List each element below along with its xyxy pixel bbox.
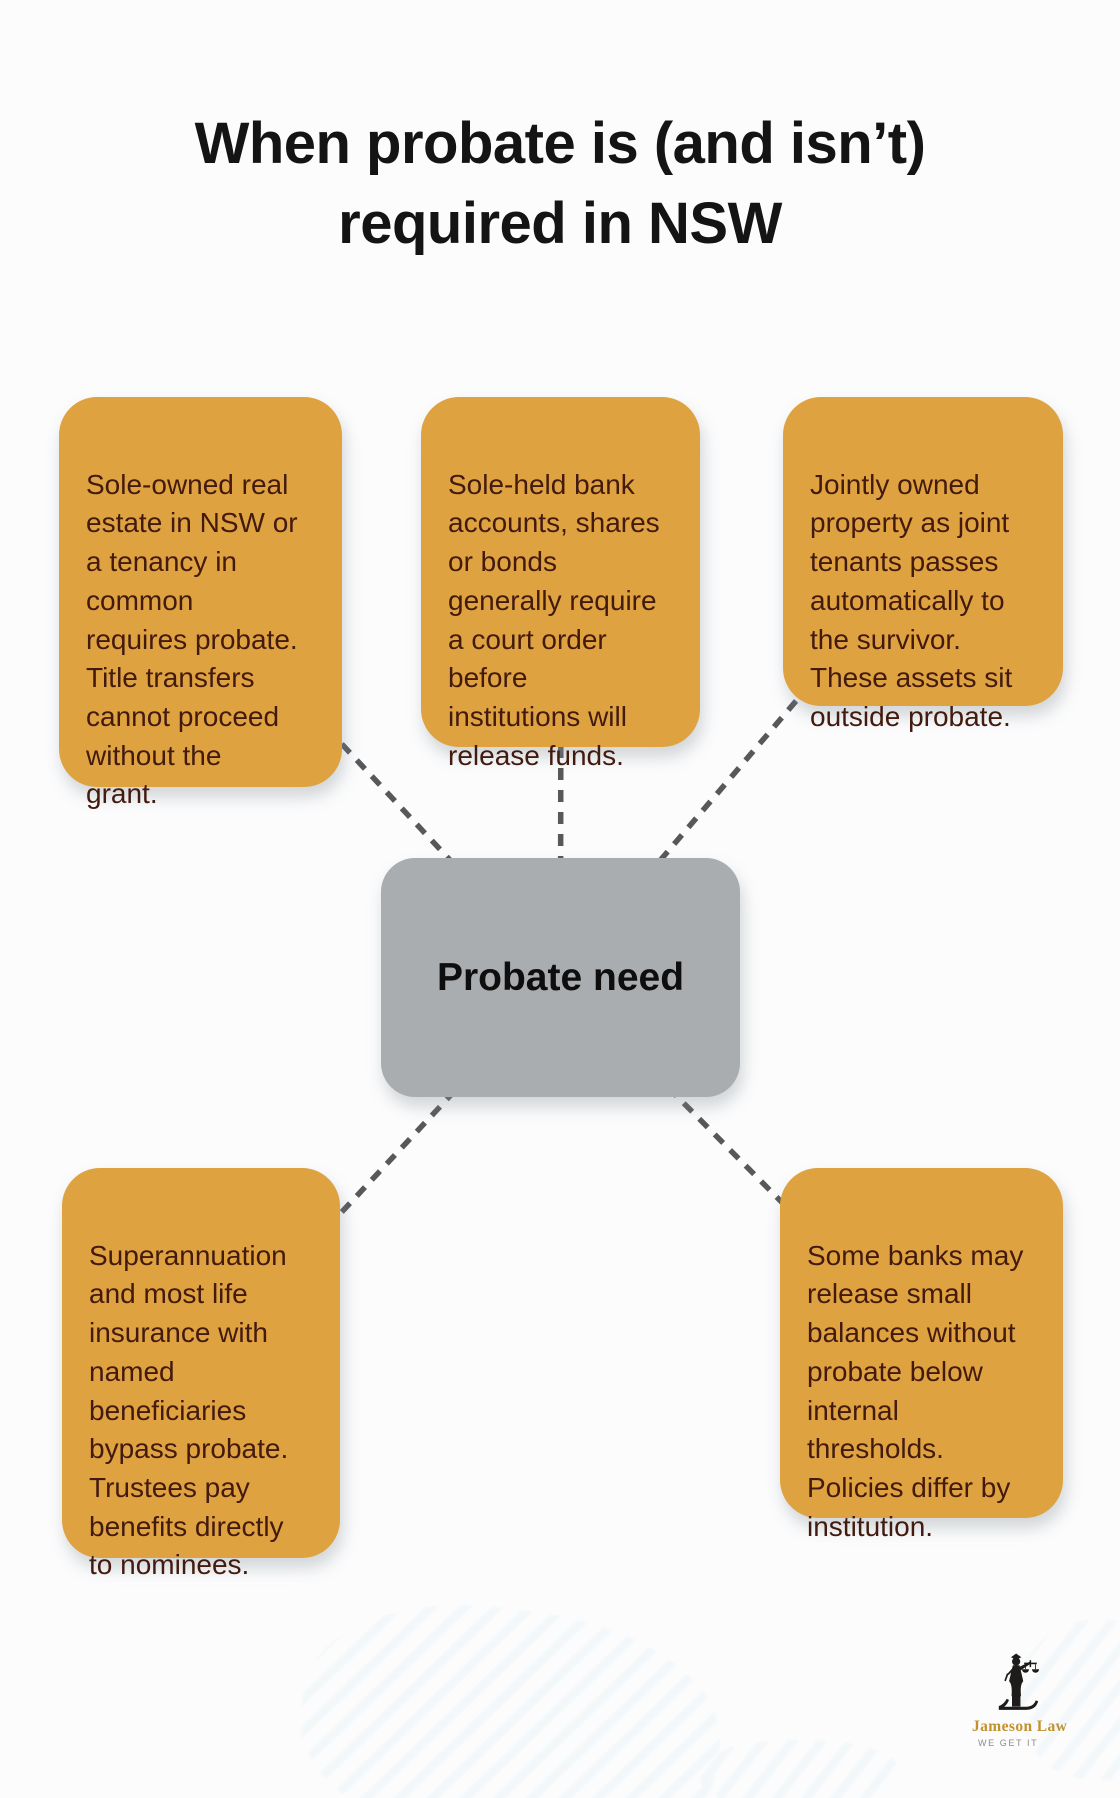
node-small-balances: Some banks may release small balances wi…: [780, 1168, 1063, 1542]
node-text: Sole-held bank accounts, shares or bonds…: [448, 468, 660, 771]
page-title: When probate is (and isn’t) required in …: [0, 104, 1120, 264]
node-text: Some banks may release small balances wi…: [807, 1239, 1024, 1542]
center-node-label: Probate need: [436, 955, 685, 999]
node-text: Jointly owned property as joint tenants …: [810, 468, 1013, 732]
node-superannuation-insurance: Superannuation and most life insurance w…: [62, 1168, 340, 1580]
node-text: Sole-owned real estate in NSW or a tenan…: [86, 468, 298, 810]
node-jointly-owned-property: Jointly owned property as joint tenants …: [783, 397, 1063, 732]
scales-of-justice-icon: [998, 1653, 1040, 1710]
logo: Jameson Law WE GET IT: [972, 1652, 1068, 1748]
node-sole-owned-real-estate: Sole-owned real estate in NSW or a tenan…: [59, 397, 342, 809]
node-text: Superannuation and most life insurance w…: [89, 1239, 289, 1581]
center-node-probate-need: Probate need: [381, 858, 740, 1097]
logo-name: Jameson Law: [972, 1718, 1068, 1735]
page-title-line-2: required in NSW: [338, 191, 782, 256]
page-title-line-1: When probate is (and isn’t): [194, 111, 926, 176]
logo-tagline: WE GET IT: [978, 1738, 1039, 1748]
node-sole-held-accounts: Sole-held bank accounts, shares or bonds…: [421, 397, 700, 771]
